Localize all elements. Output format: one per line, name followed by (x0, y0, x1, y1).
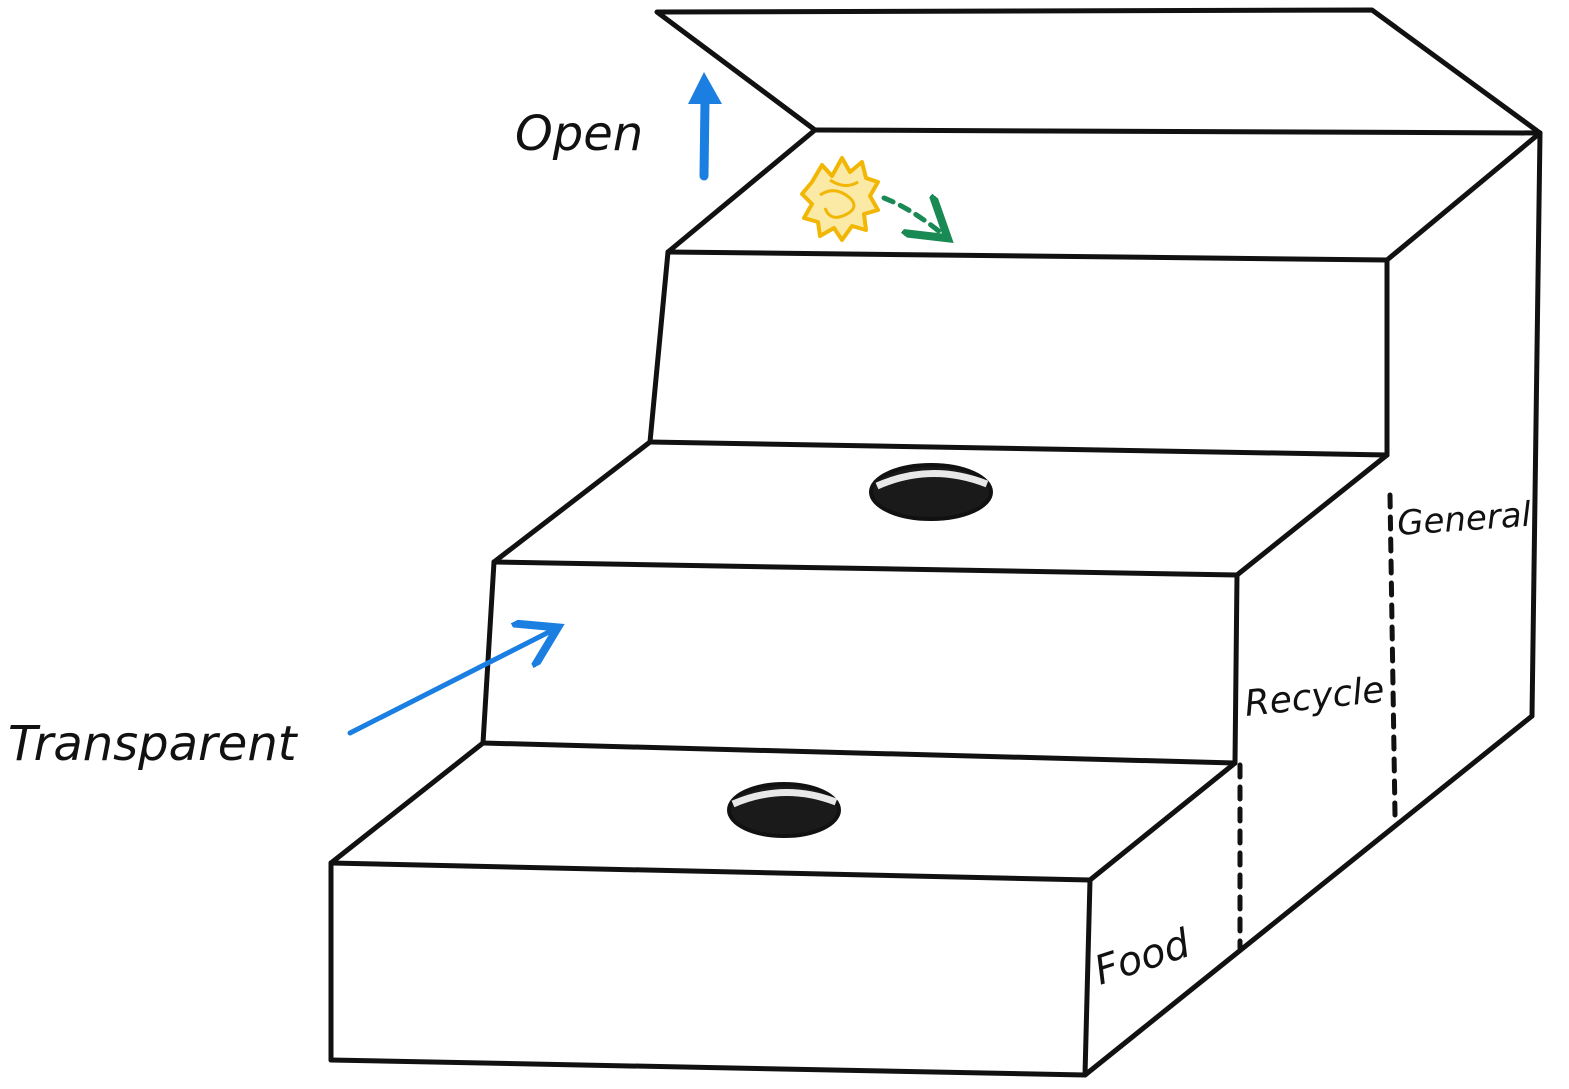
slot-hole-middle (869, 463, 993, 521)
tier-middle (480, 439, 1390, 766)
tier-bottom-left-slope (328, 740, 486, 866)
dashed-arrow-icon (881, 198, 940, 232)
label-food: Food (1089, 920, 1196, 994)
tier-top-right-slope (1384, 130, 1543, 263)
label-recycle: Recycle (1243, 670, 1387, 725)
label-general: General (1396, 495, 1533, 544)
up-arrow-icon (688, 72, 722, 181)
side-back-edge (1529, 130, 1543, 719)
divider-recycle-general (1387, 492, 1398, 818)
arrow-icon (347, 632, 549, 736)
tier-top-front-left (647, 249, 671, 445)
tier-middle-front-right (1232, 572, 1240, 766)
label-transparent: Transparent (8, 716, 299, 772)
tier-middle-back-top (647, 439, 1390, 458)
slot-hole-bottom (727, 782, 841, 838)
lid-back-edge (812, 127, 1543, 136)
tier-bottom-front-right (1082, 877, 1093, 1078)
tier-bottom-front-top (328, 860, 1093, 883)
tier-middle-right-slope (1234, 452, 1390, 578)
tier-bottom-right-slope (1087, 760, 1238, 883)
lid (654, 7, 1543, 136)
tier-middle-left-slope (491, 439, 653, 565)
tier-middle-front-left (480, 559, 497, 746)
side-bottom-edge (1082, 713, 1535, 1078)
tier-top-front-top (665, 249, 1390, 263)
tier-bottom (328, 740, 1238, 1078)
lid-flap (654, 7, 1543, 136)
side-panel (1082, 130, 1543, 1078)
tier-bottom-front-bottom (328, 1057, 1088, 1078)
tier-bottom-back-top (480, 740, 1238, 766)
tier-top-left-slope (665, 127, 818, 255)
crumpled-paper-icon (800, 156, 880, 242)
tier-top (647, 127, 1543, 458)
label-open: Open (515, 106, 643, 162)
tier-middle-front-top (491, 559, 1240, 578)
